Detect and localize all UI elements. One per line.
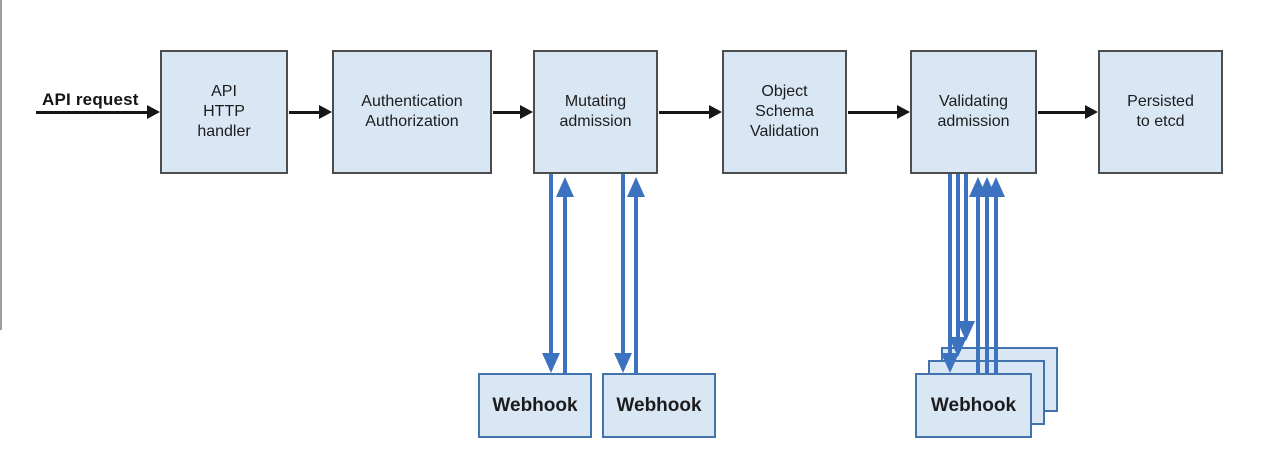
flow-arrow-2-head [520,105,533,119]
webhook-box-validating-front: Webhook [915,373,1032,438]
pipeline-box-authentication-authorization: Authentication Authorization [332,50,492,174]
pipeline-box-object-schema-validation: Object Schema Validation [722,50,847,174]
flow-arrow-5-line [1038,111,1088,114]
webhook-box-mutating-2: Webhook [602,373,716,438]
arrow-api-request-line [36,111,150,114]
mutating-webhook-1-down-head [542,353,560,373]
webhook-box-mutating-1: Webhook [478,373,592,438]
validating-webhook-up-line-2 [985,195,989,373]
pipeline-box-api-http-handler: API HTTP handler [160,50,288,174]
flow-arrow-1-line [289,111,322,114]
validating-webhook-down-head-2 [949,337,967,357]
mutating-webhook-2-down-line [621,174,625,356]
flow-arrow-5-head [1085,105,1098,119]
arrow-api-request-head [147,105,160,119]
left-edge-line [0,0,2,330]
mutating-webhook-2-up-head [627,177,645,197]
validating-webhook-down-line-2 [956,174,960,341]
api-request-label: API request [42,90,139,109]
pipeline-box-persisted-to-etcd: Persisted to etcd [1098,50,1223,174]
mutating-webhook-1-up-line [563,195,567,373]
validating-webhook-up-line-3 [994,195,998,373]
validating-webhook-down-line-3 [964,174,968,325]
flow-arrow-1-head [319,105,332,119]
validating-webhook-up-line-1 [976,195,980,373]
flow-arrow-3-line [659,111,712,114]
flow-arrow-4-line [848,111,900,114]
pipeline-box-validating-admission: Validating admission [910,50,1037,174]
validating-webhook-down-line-1 [948,174,952,357]
mutating-webhook-2-down-head [614,353,632,373]
validating-webhook-down-head-3 [957,321,975,341]
mutating-webhook-1-down-line [549,174,553,356]
pipeline-box-mutating-admission: Mutating admission [533,50,658,174]
flow-arrow-3-head [709,105,722,119]
mutating-webhook-2-up-line [634,195,638,373]
validating-webhook-up-head-3 [987,177,1005,197]
flow-arrow-2-line [493,111,523,114]
validating-webhook-down-head-1 [941,353,959,373]
mutating-webhook-1-up-head [556,177,574,197]
flow-arrow-4-head [897,105,910,119]
